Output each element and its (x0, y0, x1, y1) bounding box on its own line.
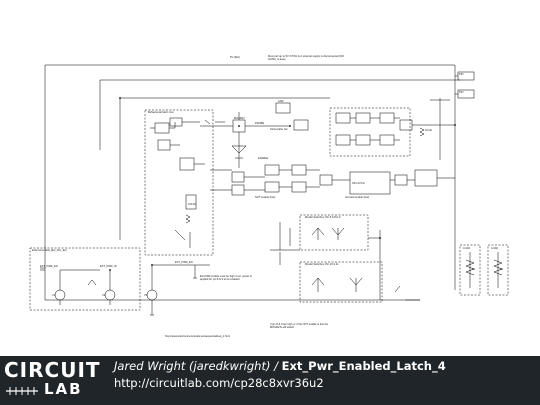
ext-enable-box-label: External enable (Ext_Pwr_En) (32, 249, 67, 252)
load-label-2: LOAD (491, 247, 499, 250)
gate-and-label: AND (278, 100, 284, 103)
ext-en-input-label: EXT_PWR_EN (175, 261, 193, 264)
ref-5v-label: 5V (Ref) (230, 56, 240, 59)
latch-core-label: Behavioural latch core (148, 111, 174, 114)
inverted-label: Inverted enable (low) (345, 196, 370, 199)
load-label-1: LOAD (463, 247, 471, 250)
pin-label-1: PIN (459, 73, 464, 76)
not-low-label: NOT enable (low) (255, 196, 276, 199)
circuit-title[interactable]: Ext_Pwr_Enabled_Latch_4 (281, 359, 446, 373)
ext-pwr-in-label: EXT_PWR_IN (100, 265, 117, 268)
circuit-schematic (29, 64, 509, 316)
hat-label: Self-enable hat (270, 128, 288, 131)
top-note: Must pull up to 5V if PIN1 & 2 external … (268, 55, 345, 61)
rl-label-2: RL (500, 268, 504, 271)
latch-label: SR LATCH (352, 182, 365, 185)
resistor-label: 100 kΩ (188, 203, 197, 206)
logo-circuit-text: CIRCUIT (4, 358, 101, 382)
logo-tick-icon (6, 387, 38, 395)
bottom-note: If pin 8 & 9 are high or if the NOT enab… (270, 323, 329, 329)
mosfet-a-label: Mosfet Switches: Pin 8 & Pin 9 (305, 216, 341, 219)
source-v2-label: V2 (102, 294, 106, 297)
circuit-url[interactable]: http://circuitlab.com/cp28c8xvr36u2 (114, 376, 324, 390)
circuitlab-logo[interactable]: CIRCUIT LAB (4, 358, 100, 402)
tutorial-link[interactable]: http://www.electronics-tutorials.ws/sequ… (165, 335, 230, 338)
byline: Jared Wright (jaredkwright) / Ext_Pwr_En… (114, 359, 446, 373)
author-name[interactable]: Jared Wright (jaredkwright) (114, 359, 271, 373)
rl-label-1: RL (472, 268, 476, 271)
mosfet-label: MOSFET (234, 117, 245, 120)
footer-bar: CIRCUIT LAB Jared Wright (jaredkwright) … (0, 356, 540, 405)
mosfet-b-label: Mosfet Switches: Pin 10 & 11 (305, 263, 339, 266)
probe-label: PROBE (255, 122, 265, 125)
resistor-right-label: 10 kΩ (425, 129, 432, 132)
pin-label-2: PIN (459, 91, 464, 94)
source-v1-label: V1 (52, 294, 56, 297)
ext-pwr-en-label: EXT_PWR_EN (40, 265, 58, 268)
ext-note: Ext PWR enable must be high if ext. powe… (200, 275, 252, 281)
enable-label: ENABLE (258, 157, 269, 160)
byline-separator: / (270, 359, 282, 373)
logo-lab-text: LAB (44, 380, 83, 398)
source-v3-label: V3 (144, 294, 148, 297)
